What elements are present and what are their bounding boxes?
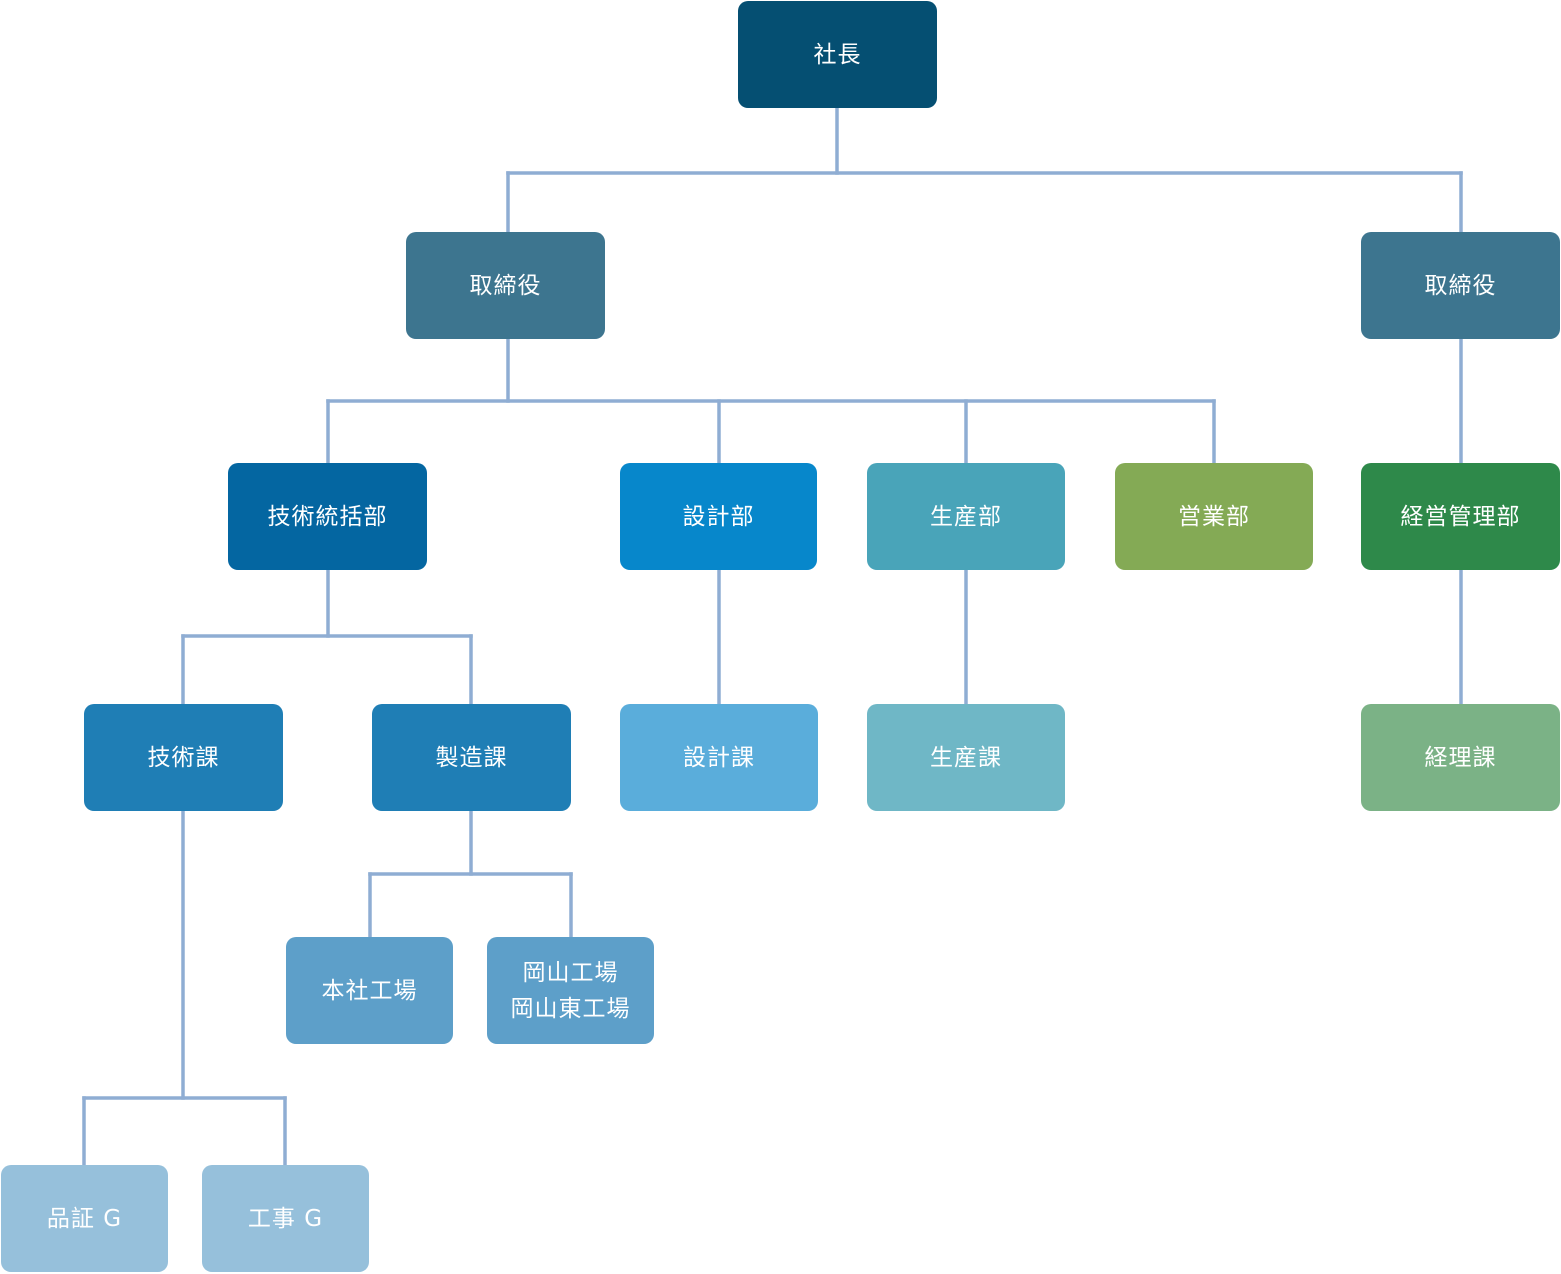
- node-label: 営業部: [1178, 503, 1250, 530]
- node-label: 設計課: [683, 744, 755, 771]
- node-manufacturing-section: 製造課: [372, 704, 571, 811]
- node-president: 社長: [738, 1, 937, 108]
- node-sales-division: 営業部: [1115, 463, 1313, 570]
- node-label: 経営管理部: [1400, 503, 1521, 530]
- node-director-left: 取締役: [406, 232, 605, 339]
- node-okayama-factories: 岡山工場 岡山東工場: [487, 937, 654, 1044]
- node-production-division: 生産部: [867, 463, 1065, 570]
- node-design-section: 設計課: [620, 704, 818, 811]
- node-tech-section: 技術課: [84, 704, 283, 811]
- node-tech-division: 技術統括部: [228, 463, 427, 570]
- node-label: 品証 G: [46, 1205, 123, 1232]
- node-management-division: 経営管理部: [1361, 463, 1560, 570]
- node-label: 社長: [813, 41, 862, 68]
- node-design-division: 設計部: [620, 463, 817, 570]
- node-label: 工事 G: [247, 1205, 324, 1232]
- node-label: 技術課: [147, 744, 220, 771]
- node-label-line2: 岡山東工場: [510, 995, 631, 1022]
- node-label: 製造課: [435, 744, 508, 771]
- node-label: 本社工場: [321, 977, 418, 1004]
- node-hq-factory: 本社工場: [286, 937, 453, 1044]
- node-label: 設計部: [682, 503, 755, 530]
- node-label: 取締役: [469, 272, 542, 299]
- node-label: 取締役: [1424, 272, 1497, 299]
- node-label: 生産部: [930, 503, 1002, 530]
- node-qa-group: 品証 G: [1, 1165, 168, 1272]
- node-construction-group: 工事 G: [202, 1165, 369, 1272]
- node-label: 経理課: [1424, 744, 1497, 771]
- node-accounting-section: 経理課: [1361, 704, 1560, 811]
- node-label-line1: 岡山工場: [522, 959, 619, 986]
- node-director-right: 取締役: [1361, 232, 1560, 339]
- node-label: 生産課: [930, 744, 1002, 771]
- node-production-section: 生産課: [867, 704, 1065, 811]
- node-label: 技術統括部: [267, 503, 388, 530]
